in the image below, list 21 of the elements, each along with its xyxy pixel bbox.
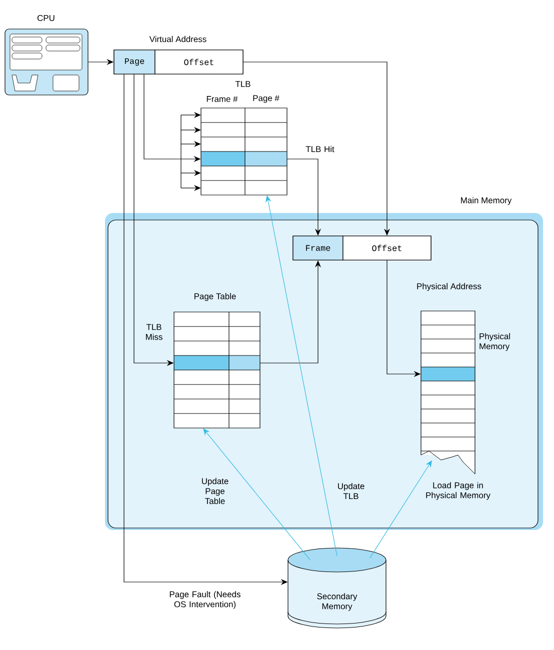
address-field: Frame xyxy=(292,236,344,260)
cpu-box: CPU xyxy=(4,15,88,96)
edge-label: TLB Miss xyxy=(146,324,162,340)
disk-cylinder: Secondary Memory xyxy=(288,548,386,628)
edge-label: Update Page Table xyxy=(202,478,228,504)
edge-label: Page Fault (Needs OS Intervention) xyxy=(170,591,240,609)
edge-label: Load Page in Physical Memory xyxy=(426,482,490,500)
node-label: CPU xyxy=(37,15,54,21)
tlb-table: TLB Frame # Page # xyxy=(200,81,288,196)
node-label: Page Table xyxy=(194,293,236,301)
address-field: Page xyxy=(114,50,156,74)
node-label: Physical Memory xyxy=(480,333,510,351)
edge-label: TLB Hit xyxy=(306,146,334,152)
memory-column: Physical Memory xyxy=(420,310,510,474)
node-label: Frame # xyxy=(206,96,238,102)
node-label: Page # xyxy=(253,95,280,103)
address-field: Offset xyxy=(342,236,432,260)
address-field: Offset xyxy=(154,50,244,74)
node-label: TLB xyxy=(235,81,250,87)
page-table: Page Table xyxy=(174,293,260,428)
edge-label: Update TLB xyxy=(338,482,364,500)
